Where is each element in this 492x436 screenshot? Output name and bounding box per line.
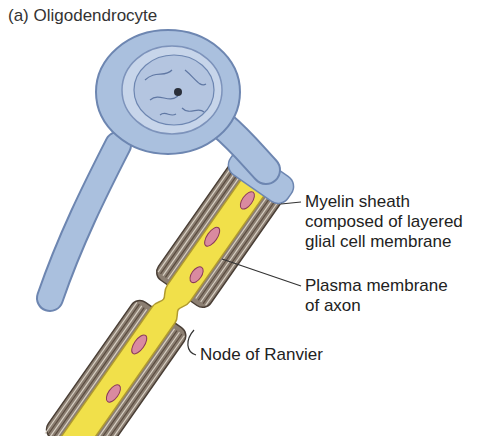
glial-process [50,145,118,298]
part-label: Plasma membrane of axon [305,276,455,316]
part-label: Node of Ranvier [200,345,340,365]
leader-line [281,202,301,204]
nucleus [134,55,214,125]
nucleus-folds [145,70,206,115]
leader-line [222,259,301,286]
figure-title: (a) Oligodendrocyte [8,6,157,26]
glial-process-fill [222,125,266,170]
myelinated-axon [38,143,298,436]
part-label: Myelin sheath composed of layered glial … [305,192,485,252]
glial-process-fill [50,145,118,298]
cell-body-inner [122,46,222,134]
node-bracket [188,330,196,355]
nucleolus [174,88,182,96]
cell-body [96,30,240,154]
glial-process [222,125,266,170]
